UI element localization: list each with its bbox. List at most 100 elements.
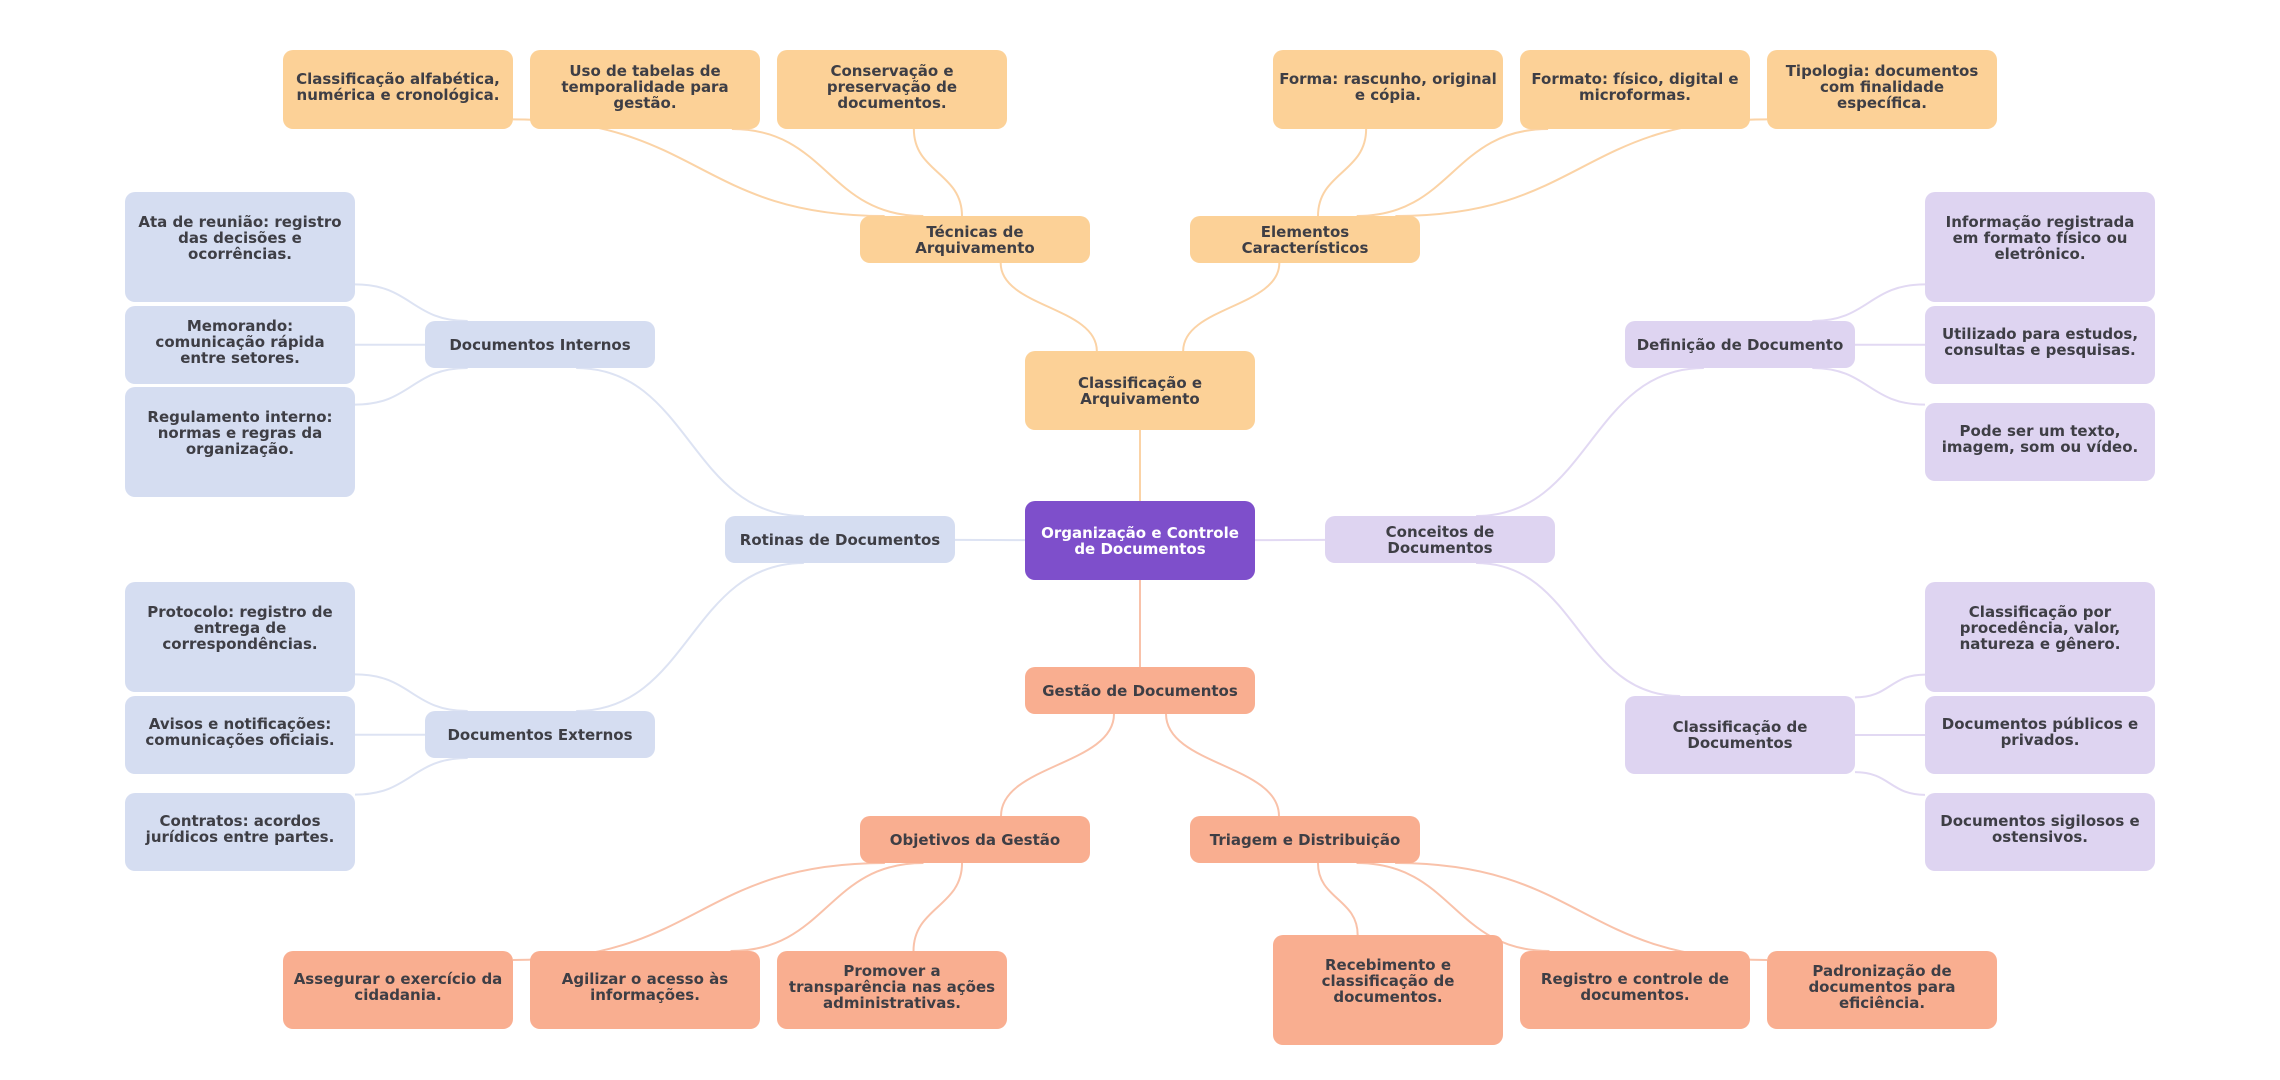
node-memorando[interactable]: Memorando: comunicação rápida entre seto… [125,306,355,384]
node-forma[interactable]: Forma: rascunho, original e cópia. [1273,50,1503,129]
node-gestao-documentos[interactable]: Gestão de Documentos [1025,667,1255,714]
node-classificacao-arquivamento[interactable]: Classificação e Arquivamento [1025,351,1255,430]
node-label: Agilizar o acesso às informações. [561,970,729,1004]
node-label: Classificação e Arquivamento [1077,373,1203,408]
node-elementos-caracteristicos[interactable]: Elementos Característicos [1190,216,1420,263]
node-label: Padronização de documentos para eficiênc… [1808,962,1956,1012]
node-protocolo[interactable]: Protocolo: registro de entrega de corres… [125,582,355,692]
connector-definicao_documento-pode_ser [1812,367,1926,406]
connector-tecnicas_arquivamento-classificacao_alfabetica [512,118,885,217]
connector-gestao_documentos-objetivos_gestao [1000,713,1115,817]
root-node[interactable]: Organização e Controle de Documentos [1025,501,1255,580]
root-node-label: Organização e Controle de Documentos [1041,523,1239,558]
node-label: Contratos: acordos jurídicos entre parte… [145,812,335,846]
connector-tecnicas_arquivamento-conservacao [912,128,963,217]
node-label: Documentos sigilosos e ostensivos. [1940,812,2140,846]
connector-conceitos_documentos-definicao_documento [1476,367,1704,517]
connector-rotinas_documentos-documentos_externos [576,562,804,712]
connector-triagem_distribuicao-recebimento [1316,862,1359,936]
connector-objetivos_gestao-promover_transparencia [912,862,964,952]
node-informacao-registrada[interactable]: Informação registrada em formato físico … [1925,192,2155,302]
node-classificacao-documentos[interactable]: Classificação de Documentos [1625,696,1855,774]
node-label: Pode ser um texto, imagem, som ou vídeo. [1941,422,2139,456]
node-padronizacao[interactable]: Padronização de documentos para eficiênc… [1767,951,1997,1029]
node-label: Uso de tabelas de temporalidade para ges… [561,61,729,112]
node-promover-transparencia[interactable]: Promover a transparência nas ações admin… [777,951,1007,1029]
node-label: Memorando: comunicação rápida entre seto… [155,317,325,367]
connector-documentos_externos-protocolo [354,673,468,712]
node-label: Objetivos da Gestão [889,830,1061,849]
connector-classificacao_arquivamento-tecnicas_arquivamento [999,262,1098,352]
node-label: Rotinas de Documentos [739,530,941,549]
node-utilizado-estudos[interactable]: Utilizado para estudos, consultas e pesq… [1925,306,2155,384]
node-label: Documentos públicos e privados. [1941,715,2139,749]
node-contratos[interactable]: Contratos: acordos jurídicos entre parte… [125,793,355,871]
connector-definicao_documento-informacao_registrada [1812,283,1926,322]
connector-elementos_caracteristicos-formato [1356,128,1549,217]
node-label: Forma: rascunho, original e cópia. [1279,69,1497,104]
connector-classificacao_arquivamento-elementos_caracteristicos [1182,262,1281,352]
connector-classificacao_documentos-classificacao_procedencia [1854,673,1926,699]
node-ata[interactable]: Ata de reunião: registro das decisões e … [125,192,355,302]
node-label: Documentos Externos [447,725,633,744]
node-formato[interactable]: Formato: físico, digital e microformas. [1520,50,1750,129]
node-label: Registro e controle de documentos. [1540,970,1730,1004]
connector-conceitos_documentos-classificacao_documentos [1476,562,1681,697]
node-agilizar-acesso[interactable]: Agilizar o acesso às informações. [530,951,760,1029]
connector-elementos_caracteristicos-tipologia [1395,118,1768,217]
node-registro-controle[interactable]: Registro e controle de documentos. [1520,951,1750,1029]
node-rotinas-documentos[interactable]: Rotinas de Documentos [725,516,955,563]
node-label: Definição de Documento [1636,335,1844,354]
node-label: Conceitos de Documentos [1385,522,1495,557]
node-tabelas-temporalidade[interactable]: Uso de tabelas de temporalidade para ges… [530,50,760,129]
node-documentos-internos[interactable]: Documentos Internos [425,321,655,368]
node-tipologia[interactable]: Tipologia: documentos com finalidade esp… [1767,50,1997,129]
node-label: Utilizado para estudos, consultas e pesq… [1941,325,2139,359]
node-classificacao-procedencia[interactable]: Classificação por procedência, valor, na… [1925,582,2155,692]
connector-documentos_internos-regulamento [354,367,468,406]
node-label: Avisos e notificações: comunicações ofic… [145,715,335,749]
node-pode-ser[interactable]: Pode ser um texto, imagem, som ou vídeo. [1925,403,2155,481]
node-sigilosos-ostensivos[interactable]: Documentos sigilosos e ostensivos. [1925,793,2155,871]
connector-elementos_caracteristicos-forma [1317,128,1368,217]
connector-classificacao_documentos-sigilosos_ostensivos [1854,771,1926,796]
node-label: Promover a transparência nas ações admin… [788,962,996,1012]
node-classificacao-alfabetica[interactable]: Classificação alfabética, numérica e cro… [283,50,513,129]
connector-objetivos_gestao-assegurar_cidadania [512,862,885,962]
node-objetivos-gestao[interactable]: Objetivos da Gestão [860,816,1090,863]
node-documentos-externos[interactable]: Documentos Externos [425,711,655,758]
node-conceitos-documentos[interactable]: Conceitos de Documentos [1325,516,1555,563]
connector-documentos_externos-contratos [354,757,468,796]
node-label: Classificação por procedência, valor, na… [1959,603,2121,653]
node-label: Técnicas de Arquivamento [915,222,1035,257]
node-label: Classificação alfabética, numérica e cro… [296,69,500,104]
node-label: Recebimento e classificação de documento… [1321,956,1455,1006]
node-label: Classificação de Documentos [1672,718,1808,752]
connector-rotinas_documentos-documentos_internos [576,367,804,517]
node-label: Ata de reunião: registro das decisões e … [138,213,342,263]
node-definicao-documento[interactable]: Definição de Documento [1625,321,1855,368]
node-label: Elementos Característicos [1241,222,1369,257]
node-assegurar-cidadania[interactable]: Assegurar o exercício da cidadania. [283,951,513,1029]
connector-triagem_distribuicao-registro_controle [1356,862,1550,952]
connector-objetivos_gestao-agilizar_acesso [730,862,924,952]
node-label: Conservação e preservação de documentos. [826,61,958,112]
node-triagem-distribuicao[interactable]: Triagem e Distribuição [1190,816,1420,863]
node-label: Documentos Internos [449,335,631,354]
node-label: Regulamento interno: normas e regras da … [147,408,333,458]
node-publicos-privados[interactable]: Documentos públicos e privados. [1925,696,2155,774]
connector-tecnicas_arquivamento-tabelas_temporalidade [731,128,924,217]
connector-documentos_internos-ata [354,283,468,322]
node-conservacao[interactable]: Conservação e preservação de documentos. [777,50,1007,129]
node-label: Tipologia: documentos com finalidade esp… [1785,61,1979,112]
node-recebimento[interactable]: Recebimento e classificação de documento… [1273,935,1503,1045]
node-label: Formato: físico, digital e microformas. [1531,69,1739,104]
node-avisos[interactable]: Avisos e notificações: comunicações ofic… [125,696,355,774]
node-label: Triagem e Distribuição [1209,830,1401,849]
connector-gestao_documentos-triagem_distribuicao [1165,713,1280,817]
node-label: Gestão de Documentos [1042,681,1238,700]
node-tecnicas-arquivamento[interactable]: Técnicas de Arquivamento [860,216,1090,263]
node-regulamento[interactable]: Regulamento interno: normas e regras da … [125,387,355,497]
node-label: Informação registrada em formato físico … [1945,213,2135,263]
